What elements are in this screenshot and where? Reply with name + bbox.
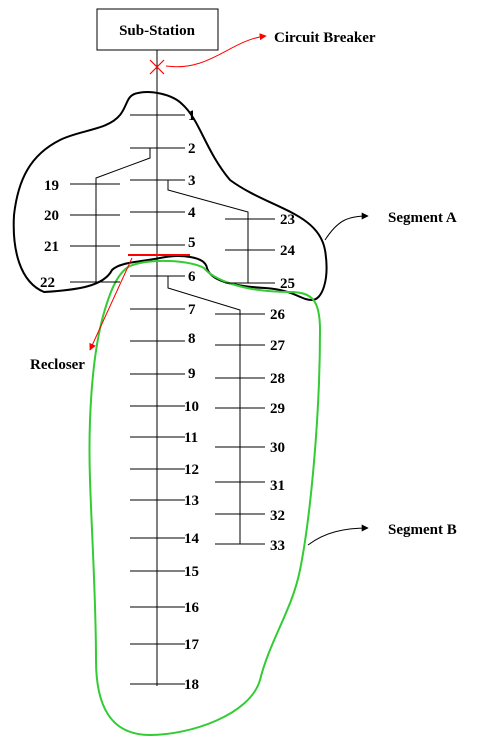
bus-5-label: 5 — [188, 235, 196, 251]
bus-31-label: 31 — [270, 478, 285, 494]
bus-2-label: 2 — [188, 141, 196, 157]
bus-7-label: 7 — [188, 302, 196, 318]
bus-9-label: 9 — [188, 366, 196, 382]
bus-27-label: 27 — [270, 338, 286, 354]
lateral-19-22 — [70, 148, 151, 283]
bus-22-label: 22 — [40, 275, 55, 291]
bus-33-label: 33 — [270, 538, 285, 554]
bus-10-label: 10 — [184, 399, 199, 415]
bus-15-label: 15 — [184, 564, 199, 580]
circuit-breaker-label: Circuit Breaker — [274, 30, 376, 46]
bus-4-label: 4 — [188, 205, 196, 221]
bus-6-label: 6 — [188, 269, 196, 285]
lateral-26-33 — [167, 276, 265, 545]
bus-24-label: 24 — [280, 243, 296, 259]
substation-box: Sub-Station — [96, 8, 219, 51]
bus-3-label: 3 — [188, 173, 196, 189]
bus-11-label: 11 — [184, 430, 198, 446]
recloser-arrow — [89, 257, 133, 351]
bus-23-label: 23 — [280, 212, 295, 228]
segment-a-label: Segment A — [388, 210, 457, 226]
bus-25-label: 25 — [280, 276, 295, 292]
circuit-breaker-arrow — [165, 33, 267, 68]
circuit-breaker-symbol — [149, 59, 165, 75]
bus-32-label: 32 — [270, 508, 285, 524]
bus-29-label: 29 — [270, 401, 285, 417]
segment-b-arrow — [307, 524, 369, 546]
bus-16-label: 16 — [184, 600, 200, 616]
bus-13-label: 13 — [184, 493, 199, 509]
bus-28-label: 28 — [270, 371, 285, 387]
recloser-label: Recloser — [30, 357, 85, 373]
bus-19-label: 19 — [44, 178, 59, 194]
main-bus-ticks — [130, 114, 185, 685]
segment-b-label: Segment B — [388, 522, 457, 538]
segment-a-arrow — [324, 212, 369, 241]
bus-18-label: 18 — [184, 677, 199, 693]
bus-1-label: 1 — [188, 108, 196, 124]
bus-17-label: 17 — [184, 637, 200, 653]
bus-30-label: 30 — [270, 440, 285, 456]
substation-label: Sub-Station — [119, 23, 196, 39]
bus-12-label: 12 — [184, 462, 199, 478]
lateral-23-25 — [167, 180, 275, 284]
bus-26-label: 26 — [270, 307, 286, 323]
bus-8-label: 8 — [188, 331, 196, 347]
bus-20-label: 20 — [44, 208, 59, 224]
bus-21-label: 21 — [44, 239, 59, 255]
bus-14-label: 14 — [184, 531, 200, 547]
segment-a-outline — [12, 91, 328, 302]
segment-b-outline — [88, 259, 322, 737]
